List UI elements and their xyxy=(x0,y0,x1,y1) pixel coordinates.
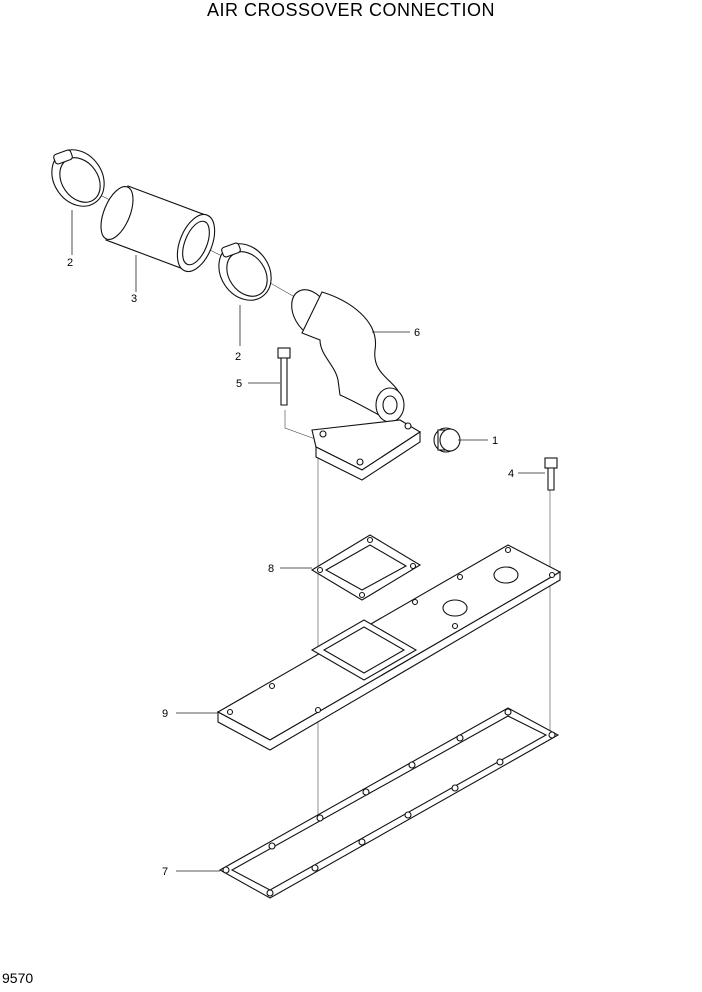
page-title: AIR CROSSOVER CONNECTION xyxy=(206,0,496,20)
callout-6: 6 xyxy=(414,327,420,339)
callout-3: 3 xyxy=(131,293,137,305)
callout-2-lower: 2 xyxy=(235,351,241,363)
hose-clamp-lower xyxy=(218,242,272,301)
callout-1: 1 xyxy=(492,435,498,447)
long-gasket xyxy=(218,707,560,899)
square-gasket xyxy=(310,534,422,601)
callout-9: 9 xyxy=(162,708,168,720)
callout-8: 8 xyxy=(268,563,274,575)
air-crossover-connection xyxy=(291,289,422,481)
callout-5: 5 xyxy=(236,378,242,390)
leader-lines xyxy=(71,210,545,872)
callout-2-upper: 2 xyxy=(67,257,73,269)
bolt-short xyxy=(544,457,558,491)
hose-clamp-upper xyxy=(51,149,105,207)
plug xyxy=(433,427,461,453)
page-number: 9570 xyxy=(2,970,34,986)
callout-labels: 1 2 2 3 4 5 6 7 8 9 xyxy=(67,257,514,878)
hose xyxy=(100,185,216,273)
callout-7: 7 xyxy=(162,866,168,878)
cover-plate xyxy=(216,544,562,751)
bolt-long xyxy=(277,347,291,406)
callout-4: 4 xyxy=(508,468,514,480)
